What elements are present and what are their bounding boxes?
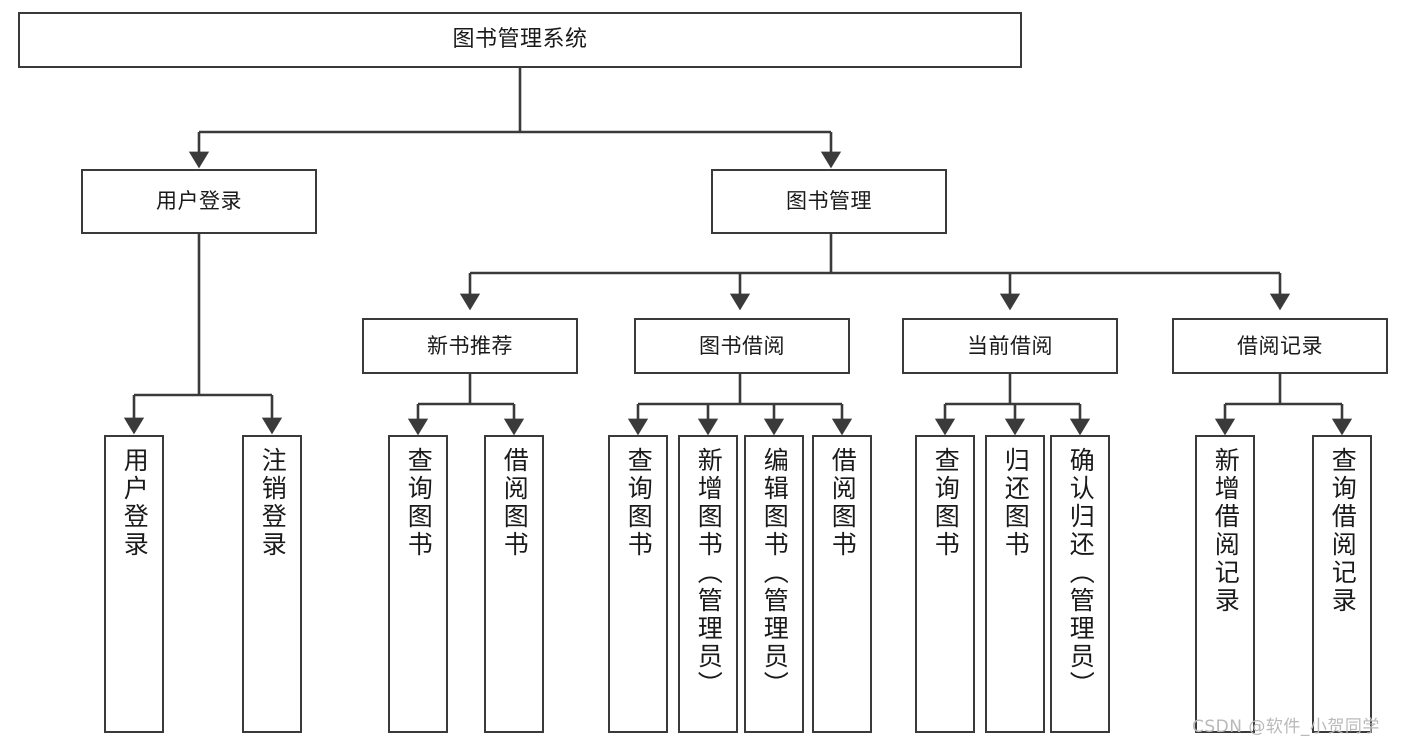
node-label: 注销登录 xyxy=(258,447,288,559)
node-label: 查询借阅记录 xyxy=(1328,447,1358,615)
node-label: 确认归还（管理员） xyxy=(1066,447,1096,699)
node-label: 查询图书 xyxy=(404,447,434,559)
leaf-user-login-logout[interactable]: 注销登录 xyxy=(242,435,302,733)
node-label: 用户登录 xyxy=(156,189,242,214)
leaf-user-login-login[interactable]: 用户登录 xyxy=(104,435,164,733)
node-book-borrow[interactable]: 图书借阅 xyxy=(634,318,850,374)
leaf-current-return-book[interactable]: 归还图书 xyxy=(985,435,1045,733)
node-root-system[interactable]: 图书管理系统 xyxy=(18,12,1022,68)
node-label: 查询图书 xyxy=(624,447,654,559)
node-borrow-record[interactable]: 借阅记录 xyxy=(1172,318,1388,374)
node-label: 归还图书 xyxy=(1001,447,1031,559)
leaf-record-query-record[interactable]: 查询借阅记录 xyxy=(1312,435,1372,733)
leaf-borrow-query-book[interactable]: 查询图书 xyxy=(608,435,668,733)
leaf-borrow-add-book-admin[interactable]: 新增图书（管理员） xyxy=(678,435,738,733)
leaf-borrow-borrow-book[interactable]: 借阅图书 xyxy=(812,435,872,733)
node-label: 新书推荐 xyxy=(427,333,513,358)
node-label: 编辑图书（管理员） xyxy=(760,447,790,699)
node-label: 当前借阅 xyxy=(967,333,1053,358)
leaf-current-confirm-return-admin[interactable]: 确认归还（管理员） xyxy=(1050,435,1110,733)
node-label: 新增借阅记录 xyxy=(1211,447,1241,615)
node-label: 借阅图书 xyxy=(828,447,858,559)
node-book-management[interactable]: 图书管理 xyxy=(711,169,947,234)
leaf-borrow-edit-book-admin[interactable]: 编辑图书（管理员） xyxy=(744,435,804,733)
node-label: 图书管理系统 xyxy=(452,27,588,53)
node-user-login[interactable]: 用户登录 xyxy=(81,169,317,234)
leaf-record-add-record[interactable]: 新增借阅记录 xyxy=(1195,435,1255,733)
node-label: 图书借阅 xyxy=(699,333,785,358)
node-label: 新增图书（管理员） xyxy=(694,447,724,699)
node-label: 查询图书 xyxy=(931,447,961,559)
node-new-book-recommend[interactable]: 新书推荐 xyxy=(362,318,578,374)
node-label: 图书管理 xyxy=(786,189,872,214)
leaf-current-query-book[interactable]: 查询图书 xyxy=(915,435,975,733)
node-label: 用户登录 xyxy=(120,447,150,559)
node-label: 借阅图书 xyxy=(500,447,530,559)
node-current-borrow[interactable]: 当前借阅 xyxy=(902,318,1118,374)
node-label: 借阅记录 xyxy=(1237,333,1323,358)
leaf-recommend-borrow-book[interactable]: 借阅图书 xyxy=(484,435,544,733)
leaf-recommend-query-book[interactable]: 查询图书 xyxy=(388,435,448,733)
